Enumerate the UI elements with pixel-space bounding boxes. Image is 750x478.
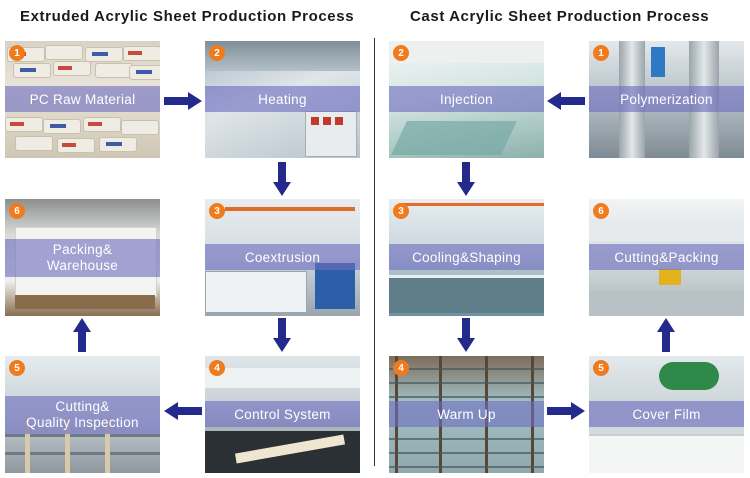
step-label: Injection: [389, 86, 544, 112]
arrow-up-icon: [657, 318, 675, 352]
step-label: Cover Film: [589, 401, 744, 427]
extruded-step-raw-material: 1 PC Raw Material: [5, 41, 160, 158]
step-number-badge: 2: [393, 45, 409, 61]
section-divider: [374, 38, 375, 466]
extruded-process-title: Extruded Acrylic Sheet Production Proces…: [20, 8, 355, 25]
step-label: Cutting& Quality Inspection: [5, 396, 160, 434]
extruded-step-heating: 2 Heating: [205, 41, 360, 158]
step-label: PC Raw Material: [5, 86, 160, 112]
cast-step-warm-up: 4 Warm Up: [389, 356, 544, 473]
step-number-badge: 4: [393, 360, 409, 376]
step-label: Coextrusion: [205, 244, 360, 270]
step-label: Packing& Warehouse: [5, 239, 160, 277]
arrow-left-icon: [547, 92, 585, 110]
step-number-badge: 3: [393, 203, 409, 219]
arrow-left-icon: [164, 402, 202, 420]
extruded-step-coextrusion: 3 Coextrusion: [205, 199, 360, 316]
arrow-down-icon: [273, 318, 291, 352]
arrow-right-icon: [547, 402, 585, 420]
cast-process-title: Cast Acrylic Sheet Production Process: [410, 8, 710, 25]
arrow-up-icon: [73, 318, 91, 352]
step-number-badge: 1: [9, 45, 25, 61]
arrow-right-icon: [164, 92, 202, 110]
step-label: Polymerization: [589, 86, 744, 112]
step-number-badge: 2: [209, 45, 225, 61]
extruded-step-packing-warehouse: 6 Packing& Warehouse: [5, 199, 160, 316]
cast-step-polymerization: 1 Polymerization: [589, 41, 744, 158]
step-label: Control System: [205, 401, 360, 427]
step-number-badge: 1: [593, 45, 609, 61]
cast-step-cover-film: 5 Cover Film: [589, 356, 744, 473]
step-label: Heating: [205, 86, 360, 112]
cast-step-injection: 2 Injection: [389, 41, 544, 158]
extruded-step-control-system: 4 Control System: [205, 356, 360, 473]
step-number-badge: 5: [593, 360, 609, 376]
extruded-step-cutting-inspection: 5 Cutting& Quality Inspection: [5, 356, 160, 473]
step-number-badge: 5: [9, 360, 25, 376]
step-number-badge: 6: [9, 203, 25, 219]
arrow-down-icon: [457, 162, 475, 196]
step-number-badge: 4: [209, 360, 225, 376]
step-number-badge: 6: [593, 203, 609, 219]
arrow-down-icon: [457, 318, 475, 352]
step-label: Cooling&Shaping: [389, 244, 544, 270]
arrow-down-icon: [273, 162, 291, 196]
cast-step-cooling-shaping: 3 Cooling&Shaping: [389, 199, 544, 316]
step-label: Cutting&Packing: [589, 244, 744, 270]
cast-step-cutting-packing: 6 Cutting&Packing: [589, 199, 744, 316]
step-number-badge: 3: [209, 203, 225, 219]
step-label: Warm Up: [389, 401, 544, 427]
